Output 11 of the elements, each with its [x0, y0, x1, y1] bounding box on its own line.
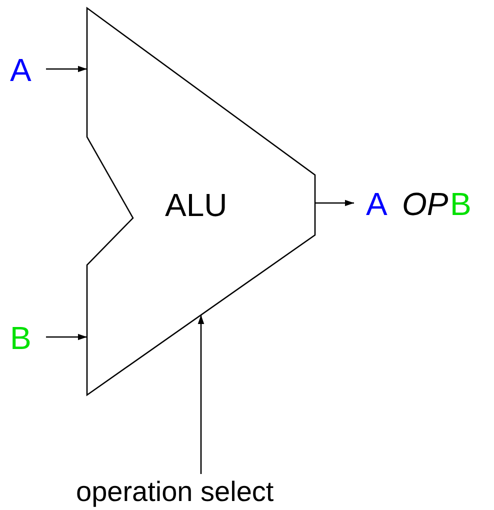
input-label: B — [10, 322, 32, 354]
arrow — [315, 200, 354, 206]
operand-label: B — [450, 188, 472, 220]
operand-label: A — [366, 188, 388, 220]
operator-label: OP — [402, 188, 448, 220]
arrow — [46, 66, 87, 72]
control-label: operation select — [76, 478, 274, 506]
arrow — [46, 334, 87, 340]
arrow — [198, 315, 204, 474]
alu-label: ALU — [165, 189, 228, 221]
input-label: A — [10, 54, 32, 86]
